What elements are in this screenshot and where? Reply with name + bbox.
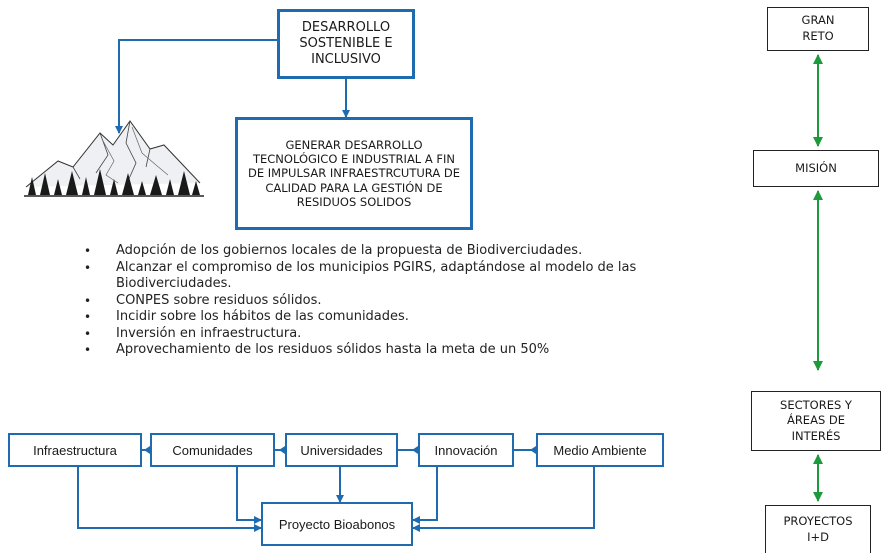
box-label: SECTORES Y ÁREAS DE INTERÉS [780, 397, 852, 443]
innovacion-to-bioabonos [412, 467, 438, 524]
comunidades-to-bioabonos [236, 467, 262, 524]
box-infraestructura: Infraestructura [8, 433, 142, 467]
goal-box: DESARROLLO SOSTENIBLE E INCLUSIVO [277, 9, 415, 79]
list-item: Inversión en infraestructura. [84, 326, 724, 343]
goal-to-mountain-arrow [115, 36, 285, 134]
box-label: Medio Ambiente [553, 442, 647, 458]
list-item: Adopción de los gobiernos locales de la … [84, 243, 724, 260]
ambiente-to-bioabonos [412, 467, 595, 532]
list-item: CONPES sobre residuos sólidos. [84, 293, 724, 310]
box-label: Innovación [434, 442, 498, 458]
objective-text: GENERAR DESARROLLO TECNOLÓGICO E INDUSTR… [248, 137, 460, 210]
list-item: Alcanzar el compromiso de los municipios… [84, 260, 724, 293]
box-universidades: Universidades [285, 433, 398, 467]
box-innovacion: Innovación [418, 433, 514, 467]
infra-to-bioabonos [77, 467, 262, 532]
box-proyectos: PROYECTOS I+D [765, 505, 871, 553]
box-label: MISIÓN [795, 160, 837, 175]
objective-box: GENERAR DESARROLLO TECNOLÓGICO E INDUSTR… [235, 117, 473, 230]
box-label: PROYECTOS I+D [783, 513, 853, 544]
box-label: Universidades [300, 442, 383, 458]
box-medio-ambiente: Medio Ambiente [536, 433, 664, 467]
list-item: Aprovechamiento de los residuos sólidos … [84, 342, 724, 359]
box-sectores: SECTORES Y ÁREAS DE INTERÉS [751, 391, 881, 451]
box-label: Infraestructura [33, 442, 117, 458]
list-item: Incidir sobre los hábitos de las comunid… [84, 309, 724, 326]
goal-text: DESARROLLO SOSTENIBLE E INCLUSIVO [299, 19, 393, 68]
box-label: Proyecto Bioabonos [278, 516, 396, 532]
mountain-illustration [18, 103, 208, 209]
bullet-list: Adopción de los gobiernos locales de la … [84, 243, 724, 359]
box-proyecto-bioabonos: Proyecto Bioabonos [261, 502, 413, 546]
box-mision: MISIÓN [753, 150, 879, 187]
box-label: GRAN RETO [801, 13, 835, 43]
box-gran-reto: GRAN RETO [767, 7, 869, 51]
box-comunidades: Comunidades [150, 433, 275, 467]
box-label: Comunidades [172, 442, 253, 458]
